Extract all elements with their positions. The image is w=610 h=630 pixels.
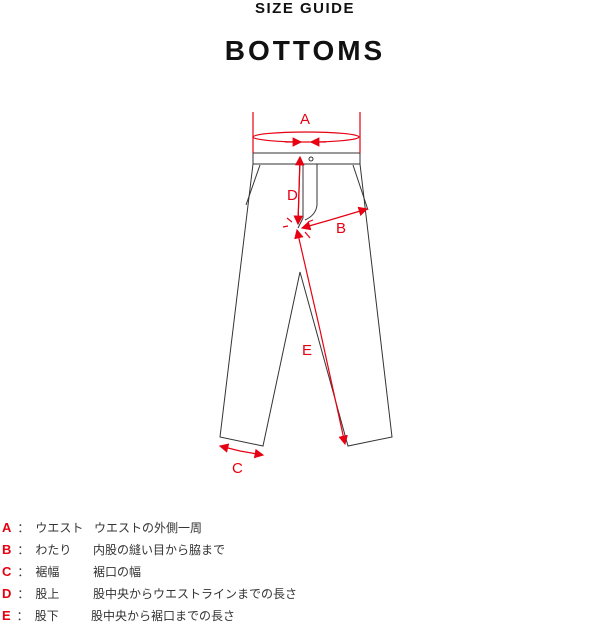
legend-key: B [2,542,12,557]
pants-diagram: A B C D E [218,111,393,477]
label-c: C [232,460,243,477]
legend: A ： ウエストウエストの外側一周 B ： わたり 内股の縫い目から脇まで C ： 裾幅 裾口の… [2,517,297,627]
legend-sep: ： [16,609,29,623]
measure-lines [218,112,369,459]
label-e: E [302,342,312,359]
legend-key: D [2,586,12,601]
legend-sep: ： [17,521,30,535]
legend-desc: 股中央からウエストラインまでの長さ [93,587,298,601]
legend-term: 股下 [34,609,59,623]
legend-term: 裾幅 [35,565,60,579]
pants-outline [219,152,393,447]
page-title: BOTTOMS [224,35,386,66]
legend-key: C [2,564,12,579]
legend-term: ウエスト [35,521,84,535]
legend-desc: 裾口の幅 [93,565,142,579]
legend-desc: ウエストの外側一周 [94,521,203,535]
subtitle: SIZE GUIDE [254,0,355,17]
legend-sep: ： [17,565,30,579]
legend-desc: 股中央から裾口までの長さ [91,609,236,623]
legend-desc: 内股の縫い目から脇まで [93,543,226,557]
legend-term: 股上 [35,587,60,601]
legend-item: C ： 裾幅 裾口の幅 [2,561,141,583]
legend-key: A [2,520,12,535]
legend-item: D ： 股上 股中央からウエストラインまでの長さ [2,583,297,605]
legend-key: E [2,608,11,623]
label-a: A [300,111,310,128]
legend-item: E ： 股下 股中央から裾口までの長さ [2,605,235,627]
legend-sep: ： [17,587,30,601]
legend-term: わたり [35,543,72,557]
label-d: D [287,187,298,204]
legend-item: A ： ウエストウエストの外側一周 [2,517,202,539]
legend-sep: ： [17,543,30,557]
legend-item: B ： わたり 内股の縫い目から脇まで [2,539,225,561]
label-b: B [336,220,346,237]
